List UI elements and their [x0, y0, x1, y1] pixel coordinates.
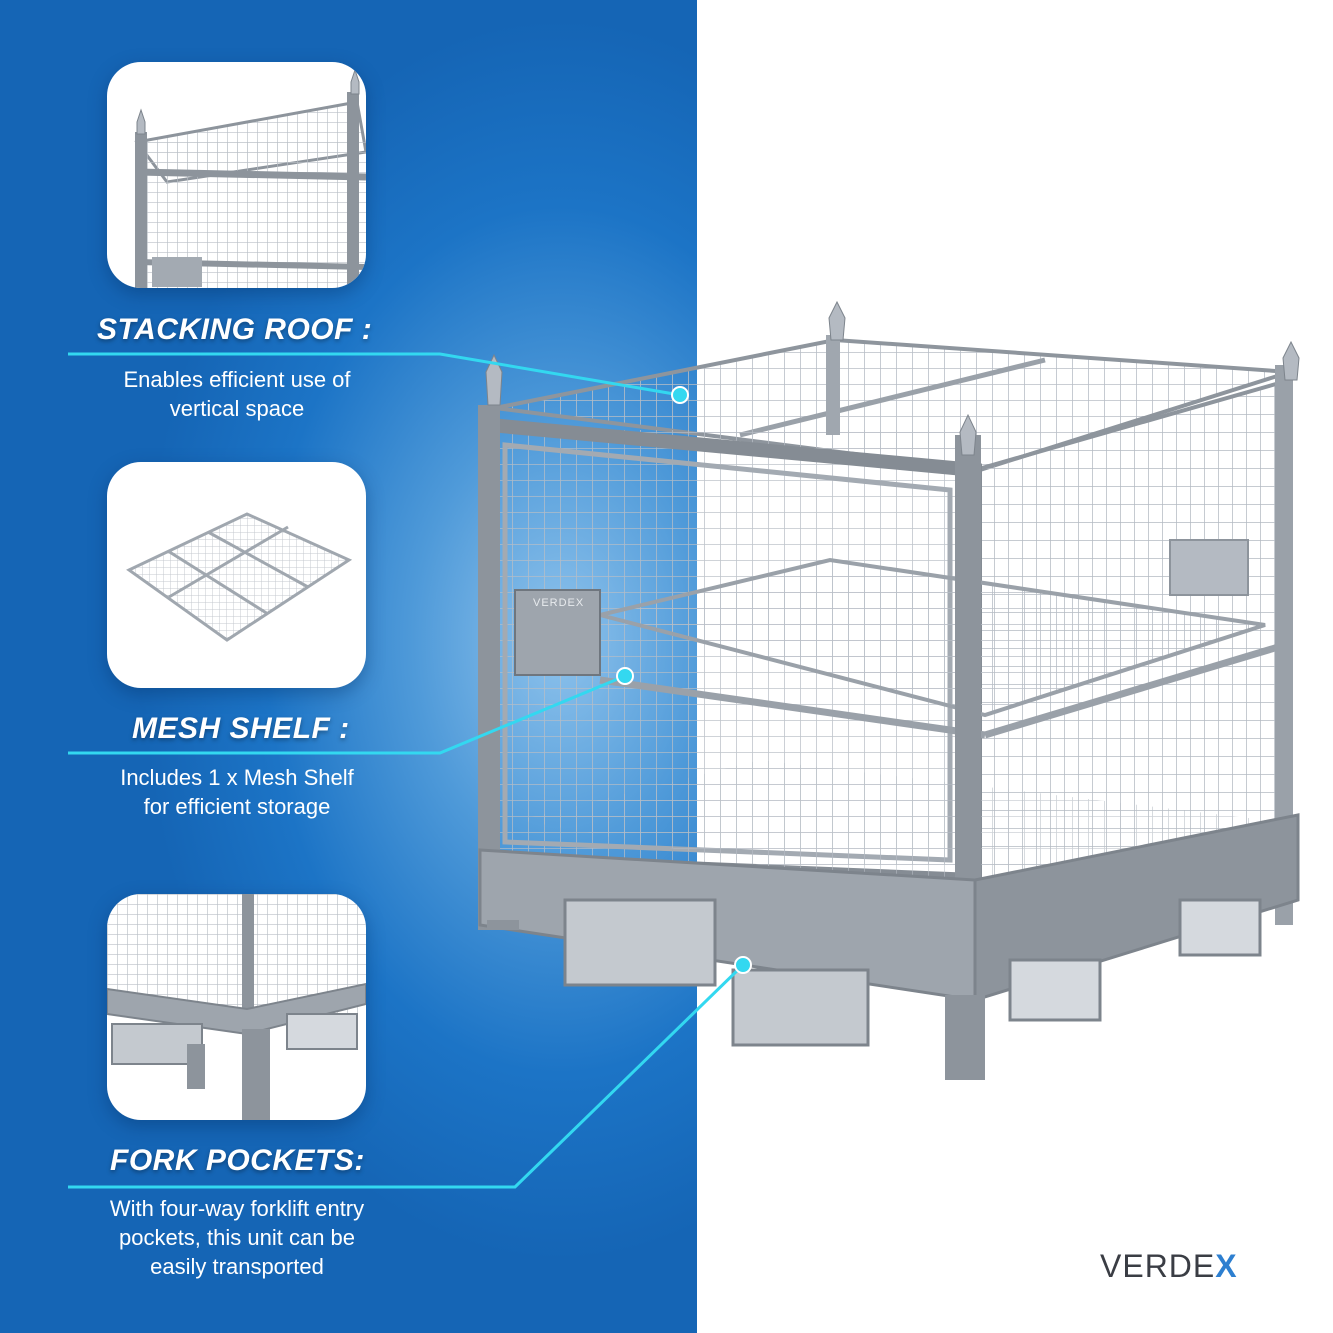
- description-line: easily transported: [150, 1254, 324, 1279]
- stacking-roof-closeup-image: [134, 68, 366, 288]
- logo-text: VERDE: [1100, 1248, 1216, 1284]
- description-line: With four-way forklift entry: [109, 1196, 365, 1221]
- description-line: vertical space: [169, 396, 305, 421]
- fork-pockets-closeup-image: [107, 894, 366, 1120]
- feature-heading-fork-pockets: FORK POCKETS:: [110, 1144, 365, 1177]
- stacking-roof-thumbnail: [107, 62, 366, 288]
- feature-description-fork-pockets: With four-way forklift entry pockets, th…: [72, 1194, 402, 1281]
- mesh-shelf-image: [126, 512, 353, 642]
- feature-description-mesh-shelf: Includes 1 x Mesh Shelf for efficient st…: [72, 763, 402, 821]
- feature-heading-stacking-roof: STACKING ROOF :: [97, 313, 373, 346]
- description-line: for efficient storage: [143, 794, 331, 819]
- description-line: Enables efficient use of: [123, 367, 351, 392]
- description-line: pockets, this unit can be: [118, 1225, 356, 1250]
- fork-pockets-thumbnail: [107, 894, 366, 1120]
- description-line: Includes 1 x Mesh Shelf: [120, 765, 354, 790]
- white-background-panel: [697, 0, 1333, 1333]
- feature-description-stacking-roof: Enables efficient use of vertical space: [72, 365, 402, 423]
- feature-heading-mesh-shelf: MESH SHELF :: [132, 712, 350, 745]
- mesh-shelf-thumbnail: [107, 462, 366, 688]
- verdex-logo: VERDEX: [1100, 1248, 1238, 1285]
- logo-accent-x: X: [1215, 1248, 1238, 1284]
- cage-brand-plate-label: VERDEX: [533, 597, 585, 609]
